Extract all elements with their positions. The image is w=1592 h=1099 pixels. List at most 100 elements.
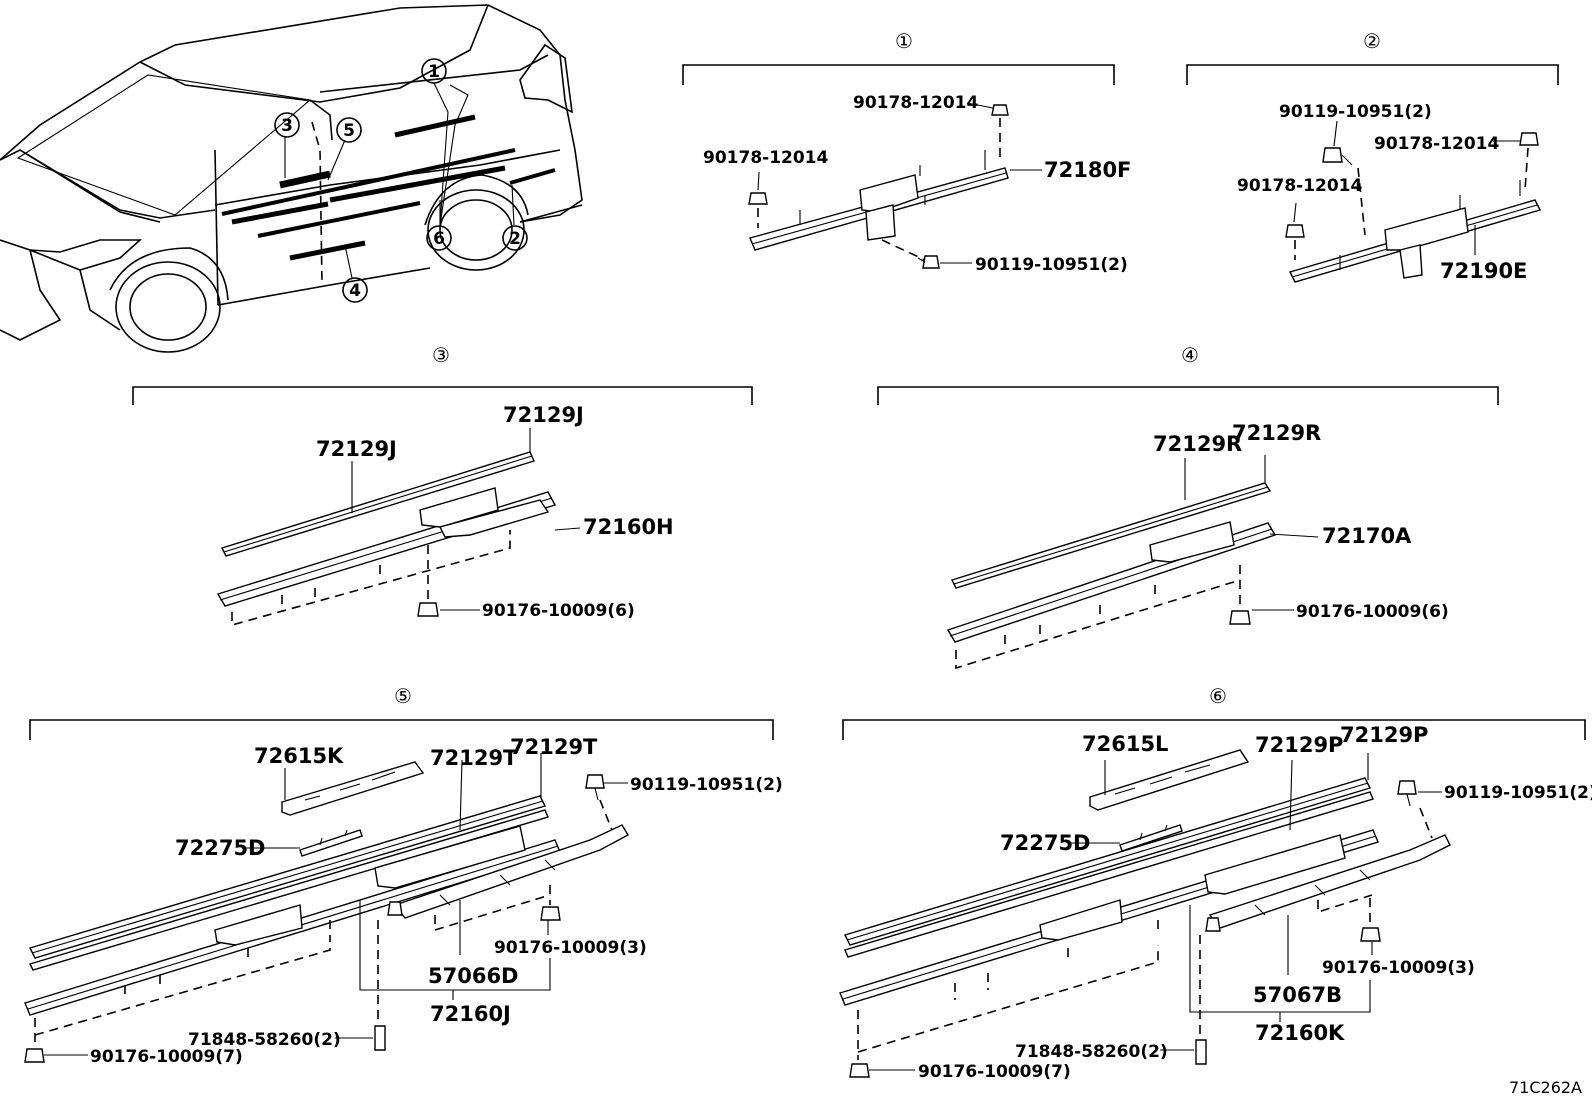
section-6-bracket: [842, 719, 1586, 740]
bolt-icon: [585, 774, 605, 801]
part-72275D: [299, 829, 363, 857]
label-72615K: 72615K: [254, 744, 344, 768]
part-72129P: [844, 777, 1374, 958]
section-4-bracket: [877, 386, 1499, 405]
label-90119-10951-2: 90119-10951(2): [630, 775, 783, 795]
clip-icon: [417, 602, 439, 617]
part-72615K: [281, 761, 425, 816]
label-90178-12014-b: 90178-12014: [1237, 176, 1363, 196]
part-72160K: [839, 829, 1379, 1006]
part-72160H: [216, 487, 557, 607]
label-90176-10009-6: 90176-10009(6): [482, 601, 635, 621]
label-90178-12014-b: 90178-12014: [703, 148, 829, 168]
callout-1-overview: 1: [421, 58, 447, 84]
label-72180F: 72180F: [1044, 158, 1131, 182]
section-5-bracket: [29, 719, 774, 740]
section-1: ① 90178-12014 90178-12014 7218: [682, 29, 1131, 275]
bolt-icon: [1322, 147, 1353, 166]
section-1-number: ①: [895, 29, 913, 53]
callout-6-overview: 6: [426, 225, 452, 251]
part-72615L: [1089, 749, 1250, 811]
label-90119-10951-2: 90119-10951(2): [1279, 102, 1432, 122]
label-72275D: 72275D: [175, 836, 266, 860]
vehicle-overview: 1 3 5 6 2 4: [0, 4, 583, 353]
section-3: ③ 72129J 72129J 72160H 90176-10009(6): [132, 343, 753, 627]
svg-text:5: 5: [343, 121, 355, 141]
label-90119-10951-2: 90119-10951(2): [975, 255, 1128, 275]
label-72129T-a: 72129T: [430, 746, 518, 770]
label-57066D: 57066D: [428, 964, 519, 988]
label-71848-58260-2: 71848-58260(2): [188, 1030, 341, 1050]
callout-3-overview: 3: [274, 112, 300, 138]
label-72129R-a: 72129R: [1153, 432, 1242, 456]
pin-icon: [374, 1025, 386, 1051]
section-2-bracket: [1186, 64, 1559, 85]
label-72160J: 72160J: [430, 1002, 511, 1026]
svg-text:2: 2: [509, 229, 521, 249]
part-72180F: [749, 150, 1009, 251]
label-72190E: 72190E: [1440, 259, 1527, 283]
label-72129J-a: 72129J: [316, 437, 397, 461]
clip-icon: [849, 1063, 870, 1078]
label-57067B: 57067B: [1253, 983, 1342, 1007]
label-72129T-b: 72129T: [510, 735, 598, 759]
label-90176-10009-6: 90176-10009(6): [1296, 602, 1449, 622]
svg-text:3: 3: [281, 116, 293, 136]
section-6: ⑥: [839, 684, 1592, 1082]
label-72129R-b: 72129R: [1232, 421, 1321, 445]
section-5-number: ⑤: [394, 684, 412, 708]
label-90176-10009-7: 90176-10009(7): [90, 1047, 243, 1067]
label-71848-58260-2: 71848-58260(2): [1015, 1042, 1168, 1062]
callout-5-overview: 5: [336, 117, 362, 143]
label-72275D: 72275D: [1000, 831, 1091, 855]
section-3-number: ③: [432, 343, 450, 367]
svg-text:6: 6: [433, 229, 445, 249]
nut-icon: [991, 104, 1009, 116]
svg-text:1: 1: [428, 62, 440, 82]
section-6-number: ⑥: [1209, 684, 1227, 708]
label-72615L: 72615L: [1082, 732, 1168, 756]
clip-icon: [1360, 927, 1381, 942]
callout-2-overview: 2: [502, 225, 528, 251]
bolt-icon: [917, 255, 940, 269]
section-1-bracket: [682, 64, 1115, 85]
vehicle-moulding-strips: [221, 114, 556, 261]
section-5: ⑤: [24, 684, 783, 1067]
svg-text:4: 4: [349, 281, 361, 301]
label-90176-10009-3: 90176-10009(3): [494, 938, 647, 958]
part-72129R: [951, 482, 1272, 589]
part-72129T: [29, 795, 549, 971]
section-4-number: ④: [1181, 343, 1199, 367]
diagram-code: 71C262A: [1509, 1078, 1582, 1097]
label-90119-10951-2: 90119-10951(2): [1444, 783, 1592, 803]
section-2-number: ②: [1363, 29, 1381, 53]
pin-icon: [1195, 1039, 1207, 1065]
bolt-icon: [1397, 780, 1417, 807]
clip-icon: [24, 1048, 45, 1063]
clip-icon: [387, 901, 403, 916]
label-72129J-b: 72129J: [503, 403, 584, 427]
part-72275D: [1119, 824, 1183, 852]
label-72160K: 72160K: [1255, 1021, 1345, 1045]
label-90176-10009-3: 90176-10009(3): [1322, 958, 1475, 978]
clip-icon: [1205, 917, 1221, 932]
part-72170A: [946, 521, 1277, 643]
section-4: ④ 72129R 72129R 72170A 90176-10009(6): [877, 343, 1499, 670]
clip-icon: [540, 906, 561, 921]
section-3-bracket: [132, 386, 753, 405]
label-90176-10009-7: 90176-10009(7): [918, 1062, 1071, 1082]
clip-icon: [1229, 610, 1251, 625]
nut-icon: [1285, 224, 1305, 238]
callout-4-overview: 4: [342, 277, 368, 303]
nut-icon: [748, 192, 768, 205]
label-72129P-b: 72129P: [1340, 723, 1428, 747]
part-72190E: [1288, 180, 1542, 283]
part-57066D: [393, 824, 629, 919]
label-90178-12014-a: 90178-12014: [1374, 134, 1500, 154]
label-72170A: 72170A: [1322, 524, 1412, 548]
nut-icon: [1519, 132, 1539, 146]
label-90178-12014-a: 90178-12014: [853, 93, 979, 113]
label-72160H: 72160H: [583, 515, 674, 539]
section-2: ② 90119-10951(2) 90178-12014 90178-12014: [1186, 29, 1559, 283]
